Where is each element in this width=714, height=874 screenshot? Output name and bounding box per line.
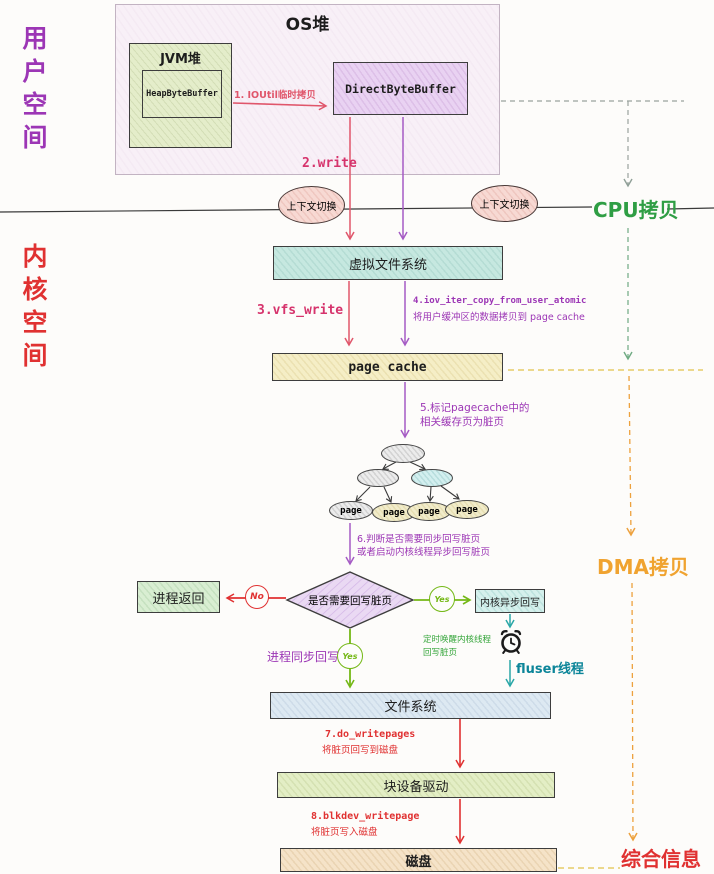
step7-label-line1: 7.do_writepages — [325, 729, 416, 740]
kernel-async-label: 内核异步回写 — [480, 597, 540, 609]
step7-label-line2: 将脏页回写到磁盘 — [322, 745, 399, 756]
no-label: No — [250, 592, 264, 602]
step4-label-line1: 4.iov_iter_copy_from_user_atomic — [413, 296, 587, 306]
heap-byte-buffer-label: HeapByteBuffer — [146, 89, 218, 99]
kernel-space-label: 内核空间 — [22, 242, 48, 370]
yes-right-label: Yes — [434, 594, 450, 604]
step5-label-line1: 5.标记pagecache中的 — [420, 402, 530, 414]
process-return-label: 进程返回 — [152, 591, 205, 607]
user-space-label: 用户空间 — [22, 24, 48, 152]
tree-child-left-node — [357, 469, 399, 487]
summary-label: 综合信息 — [621, 847, 701, 871]
alarm-clock-icon — [497, 628, 525, 656]
page-node-4-label: page — [456, 504, 478, 515]
tree-root-node — [381, 444, 425, 463]
page-cache-box: page cache — [272, 353, 503, 381]
step2-label: 2.write — [302, 156, 357, 171]
context-switch-left: 上下文切换 — [278, 186, 345, 224]
vfs-box: 虚拟文件系统 — [273, 246, 503, 280]
page-node-1-label: page — [340, 505, 362, 516]
os-heap-title: OS堆 — [285, 15, 330, 35]
sync-writeback-label: 进程同步回写 — [267, 650, 340, 664]
step4-label-line2: 将用户缓冲区的数据拷贝到 page cache — [413, 312, 585, 323]
cpu-copy-label: CPU拷贝 — [593, 198, 679, 222]
timer-label-line1: 定时唤醒内核线程 — [423, 635, 492, 645]
dma-copy-label: DMA拷贝 — [597, 555, 689, 579]
process-return-box: 进程返回 — [137, 581, 220, 613]
vfs-label: 虚拟文件系统 — [348, 257, 427, 273]
disk-box: 磁盘 — [280, 848, 557, 872]
yes-badge-right: Yes — [429, 586, 455, 612]
jvm-heap-box: JVM堆 — [129, 43, 232, 148]
block-device-label: 块设备驱动 — [383, 779, 449, 795]
yes-down-label: Yes — [342, 651, 358, 661]
context-switch-right: 上下文切换 — [471, 185, 538, 222]
page-node-3-label: page — [418, 506, 440, 517]
direct-byte-buffer-box: DirectByteBuffer — [333, 62, 468, 115]
yes-badge-down: Yes — [337, 643, 363, 669]
step5-label-line2: 相关缓存页为脏页 — [420, 416, 504, 428]
timer-label-line2: 回写脏页 — [423, 648, 458, 658]
disk-label: 磁盘 — [405, 854, 432, 870]
heap-byte-buffer-box: HeapByteBuffer — [142, 70, 222, 118]
step3-label: 3.vfs_write — [257, 303, 344, 318]
direct-byte-buffer-label: DirectByteBuffer — [345, 81, 456, 96]
no-badge: No — [245, 585, 269, 609]
step8-label-line2: 将脏页写入磁盘 — [311, 827, 378, 838]
context-switch-right-label: 上下文切换 — [479, 200, 530, 211]
step6-label-line1: 6.判断是否需要同步回写脏页 — [357, 534, 481, 545]
filesystem-label: 文件系统 — [384, 700, 437, 715]
page-node-4: page — [445, 500, 489, 519]
context-switch-left-label: 上下文切换 — [286, 201, 337, 213]
kernel-async-box: 内核异步回写 — [475, 589, 545, 613]
fluser-thread-label: fluser线程 — [516, 662, 584, 677]
page-node-3: page — [407, 502, 451, 521]
decision-label: 是否需要回写脏页 — [308, 595, 392, 607]
jvm-heap-title: JVM堆 — [160, 52, 201, 67]
block-device-box: 块设备驱动 — [277, 772, 555, 798]
page-cache-label: page cache — [348, 359, 427, 375]
step6-label-line2: 或者启动内核线程异步回写脏页 — [357, 547, 491, 558]
page-node-2-label: page — [383, 507, 405, 518]
step8-label-line1: 8.blkdev_writepage — [311, 811, 420, 822]
tree-child-right-node — [411, 469, 453, 487]
page-node-1: page — [329, 501, 373, 520]
filesystem-box: 文件系统 — [270, 692, 551, 719]
step1-label: 1. IOUtil临时拷贝 — [234, 90, 316, 101]
